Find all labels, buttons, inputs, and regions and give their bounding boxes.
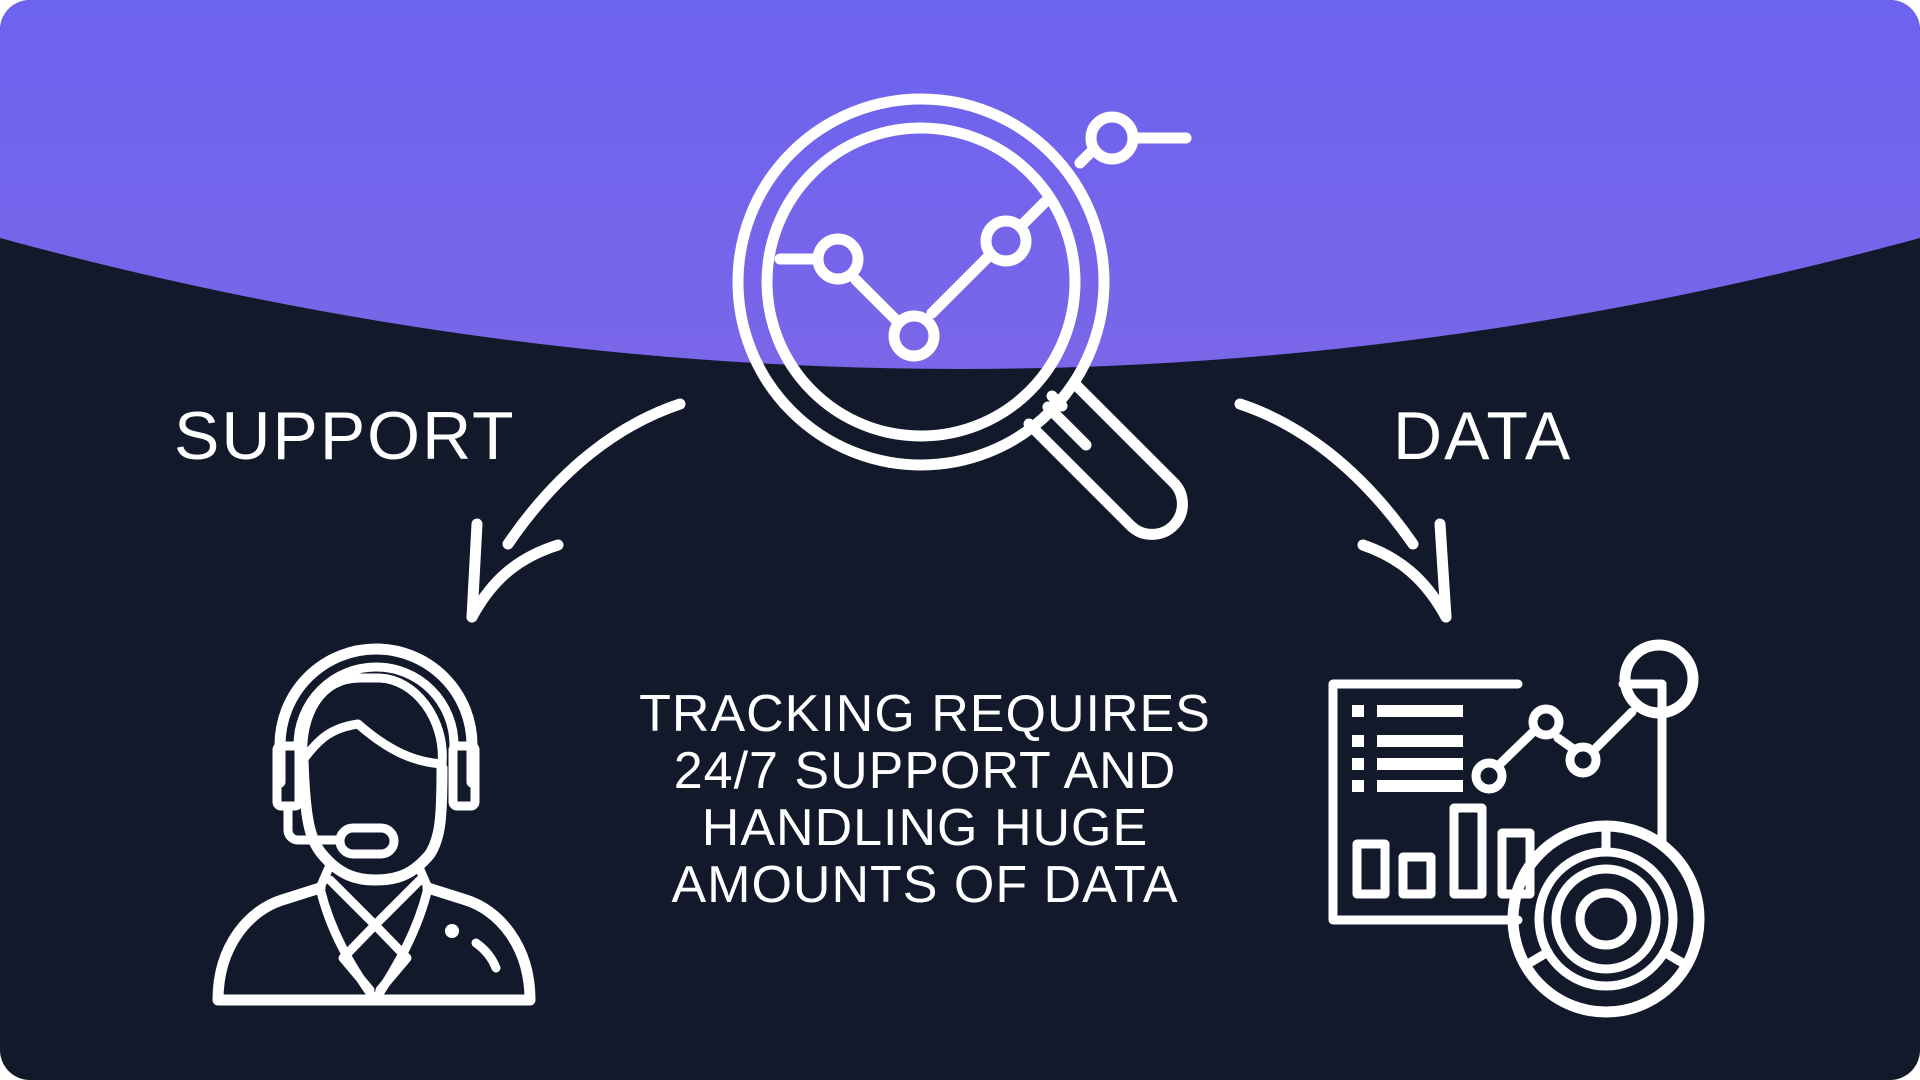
support-agent-headset-icon [212, 643, 536, 1006]
caption-line: HANDLING HUGE [701, 799, 1149, 857]
purple-banner [0, 0, 1920, 369]
support-label: SUPPORT [174, 398, 516, 474]
data-label: DATA [1393, 398, 1573, 474]
arrow-to-support [466, 398, 686, 623]
data-dashboard-icon [1328, 639, 1705, 1018]
caption-text: TRACKING REQUIRES 24/7 SUPPORT AND HANDL… [560, 686, 1290, 914]
magnifier-analytics-icon [732, 93, 1192, 540]
caption-line: AMOUNTS OF DATA [671, 856, 1179, 914]
arrow-to-data [1234, 398, 1452, 623]
caption-line: TRACKING REQUIRES [639, 685, 1211, 743]
caption-line: 24/7 SUPPORT AND [673, 742, 1177, 800]
